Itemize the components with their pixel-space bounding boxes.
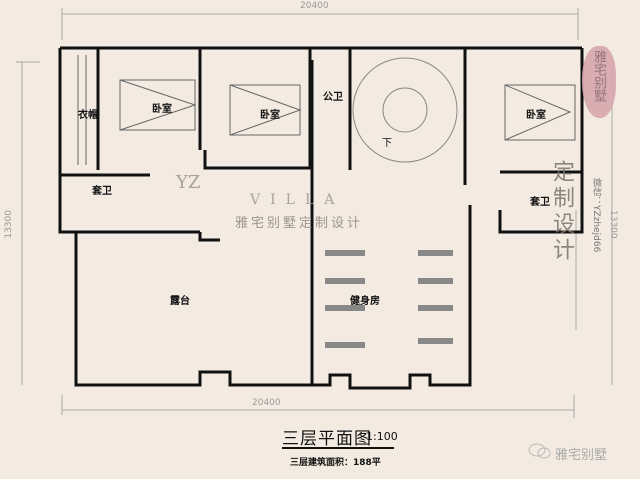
room-public-bath: 公卫 — [323, 92, 343, 103]
brand-watermark: 雅宅别墅 — [555, 448, 608, 463]
title-underline — [282, 447, 394, 449]
logo-yz: YZ — [176, 172, 201, 193]
wechat-icon — [528, 443, 551, 459]
wechat-id: 微信：YZzhejd66 — [591, 178, 601, 253]
room-ensuite-right: 套卫 — [530, 197, 550, 208]
dimension-top: 20400 — [300, 1, 329, 11]
logo-villa: VILLA — [250, 192, 345, 208]
room-bedroom-2: 卧室 — [260, 110, 280, 121]
area-note: 三层建筑面积：188平 — [290, 458, 381, 468]
room-bedroom-3: 卧室 — [526, 110, 546, 121]
dimension-left: 13300 — [4, 210, 14, 239]
drawing-title: 三层平面图 — [282, 429, 372, 449]
room-bedroom-1: 卧室 — [152, 104, 172, 115]
furniture — [77, 55, 576, 165]
seal-stamp: 雅宅别墅 — [582, 46, 616, 118]
dimension-right: 13300 — [608, 210, 618, 239]
stairs-down-label: 下 — [382, 138, 392, 149]
room-ensuite-left: 套卫 — [92, 186, 112, 197]
room-gym: 健身房 — [350, 296, 380, 307]
gym-equipment — [325, 250, 453, 348]
dimension-bottom: 20400 — [252, 398, 281, 408]
logo-cn: 雅宅别墅定制设计 — [235, 216, 364, 231]
room-closet: 衣帽 — [78, 110, 98, 121]
drawing-scale: 1:100 — [366, 430, 398, 443]
walls — [58, 46, 584, 390]
seal-text: 雅宅别墅 — [591, 50, 606, 102]
dimension-lines — [16, 8, 613, 418]
room-terrace: 露台 — [170, 296, 190, 307]
watermark-vertical: 定制设计 — [549, 160, 574, 264]
